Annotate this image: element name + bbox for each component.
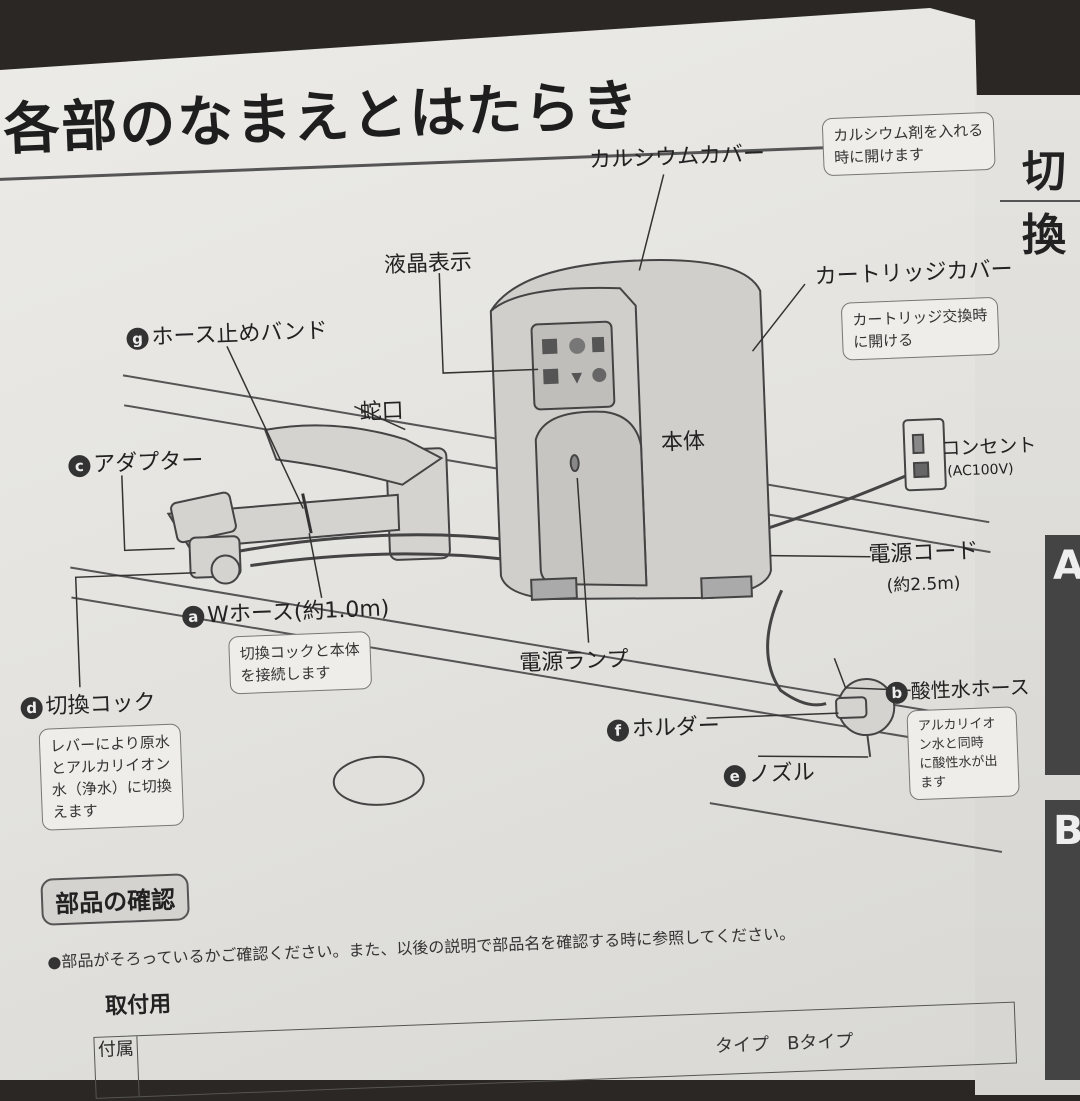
parts-table-type: タイプ Bタイプ bbox=[714, 1030, 854, 1058]
right-box-a: A bbox=[1045, 535, 1080, 775]
marker-d: d bbox=[20, 696, 44, 720]
right-box-b: B bbox=[1045, 800, 1080, 1080]
note-cartridge: カートリッジ交換時 に開ける bbox=[840, 296, 1000, 361]
label-power-cord-length: (約2.5m) bbox=[886, 573, 961, 597]
marker-g: g bbox=[126, 327, 150, 351]
label-outlet-sub: (AC100V) bbox=[946, 461, 1014, 480]
note-acid: アルカリイオン水と同時 に酸性水が出ます bbox=[906, 706, 1020, 801]
device-illustration: ▼ bbox=[70, 174, 1003, 853]
right-page-rule bbox=[1000, 200, 1080, 202]
note-w-hose: 切換コックと本体 を接続します bbox=[228, 631, 373, 695]
power-lamp bbox=[569, 454, 580, 473]
parts-table-cell: 付属 bbox=[94, 1036, 140, 1098]
marker-c: c bbox=[68, 454, 91, 478]
sink-drain bbox=[332, 755, 425, 806]
label-outlet: コンセント bbox=[940, 434, 1037, 460]
note-calcium: カルシウム剤を入れる 時に開けます bbox=[821, 111, 996, 177]
label-calcium-cover: カルシウムカバー bbox=[588, 141, 766, 174]
svg-text:▼: ▼ bbox=[571, 370, 583, 386]
label-faucet: 蛇口 bbox=[359, 398, 405, 426]
marker-f: f bbox=[606, 719, 630, 743]
label-power-lamp: 電源ランプ bbox=[518, 647, 630, 677]
section-heading: 部品の確認 bbox=[40, 873, 190, 926]
parts-table: 付属 タイプ Bタイプ bbox=[93, 1001, 1018, 1099]
marker-b: b bbox=[885, 681, 909, 705]
label-body: 本体 bbox=[660, 429, 706, 456]
section-subheading: 取付用 bbox=[104, 991, 172, 1020]
lcd-panel bbox=[530, 320, 616, 411]
marker-a: a bbox=[181, 605, 205, 629]
right-page-title: 切換 bbox=[1022, 146, 1066, 261]
section-bullet: ●部品がそろっているかご確認ください。また、以後の説明で部品名を確認する時に参照… bbox=[47, 923, 796, 972]
label-power-cord: 電源コード bbox=[867, 538, 979, 568]
marker-e: e bbox=[723, 764, 747, 788]
page-content: 各部のなまえとはたらき bbox=[0, 73, 1030, 1099]
note-switch-cock: レバーにより原水 とアルカリイオン 水（浄水）に切換 えます bbox=[38, 723, 185, 831]
label-lcd: 液晶表示 bbox=[383, 249, 473, 279]
